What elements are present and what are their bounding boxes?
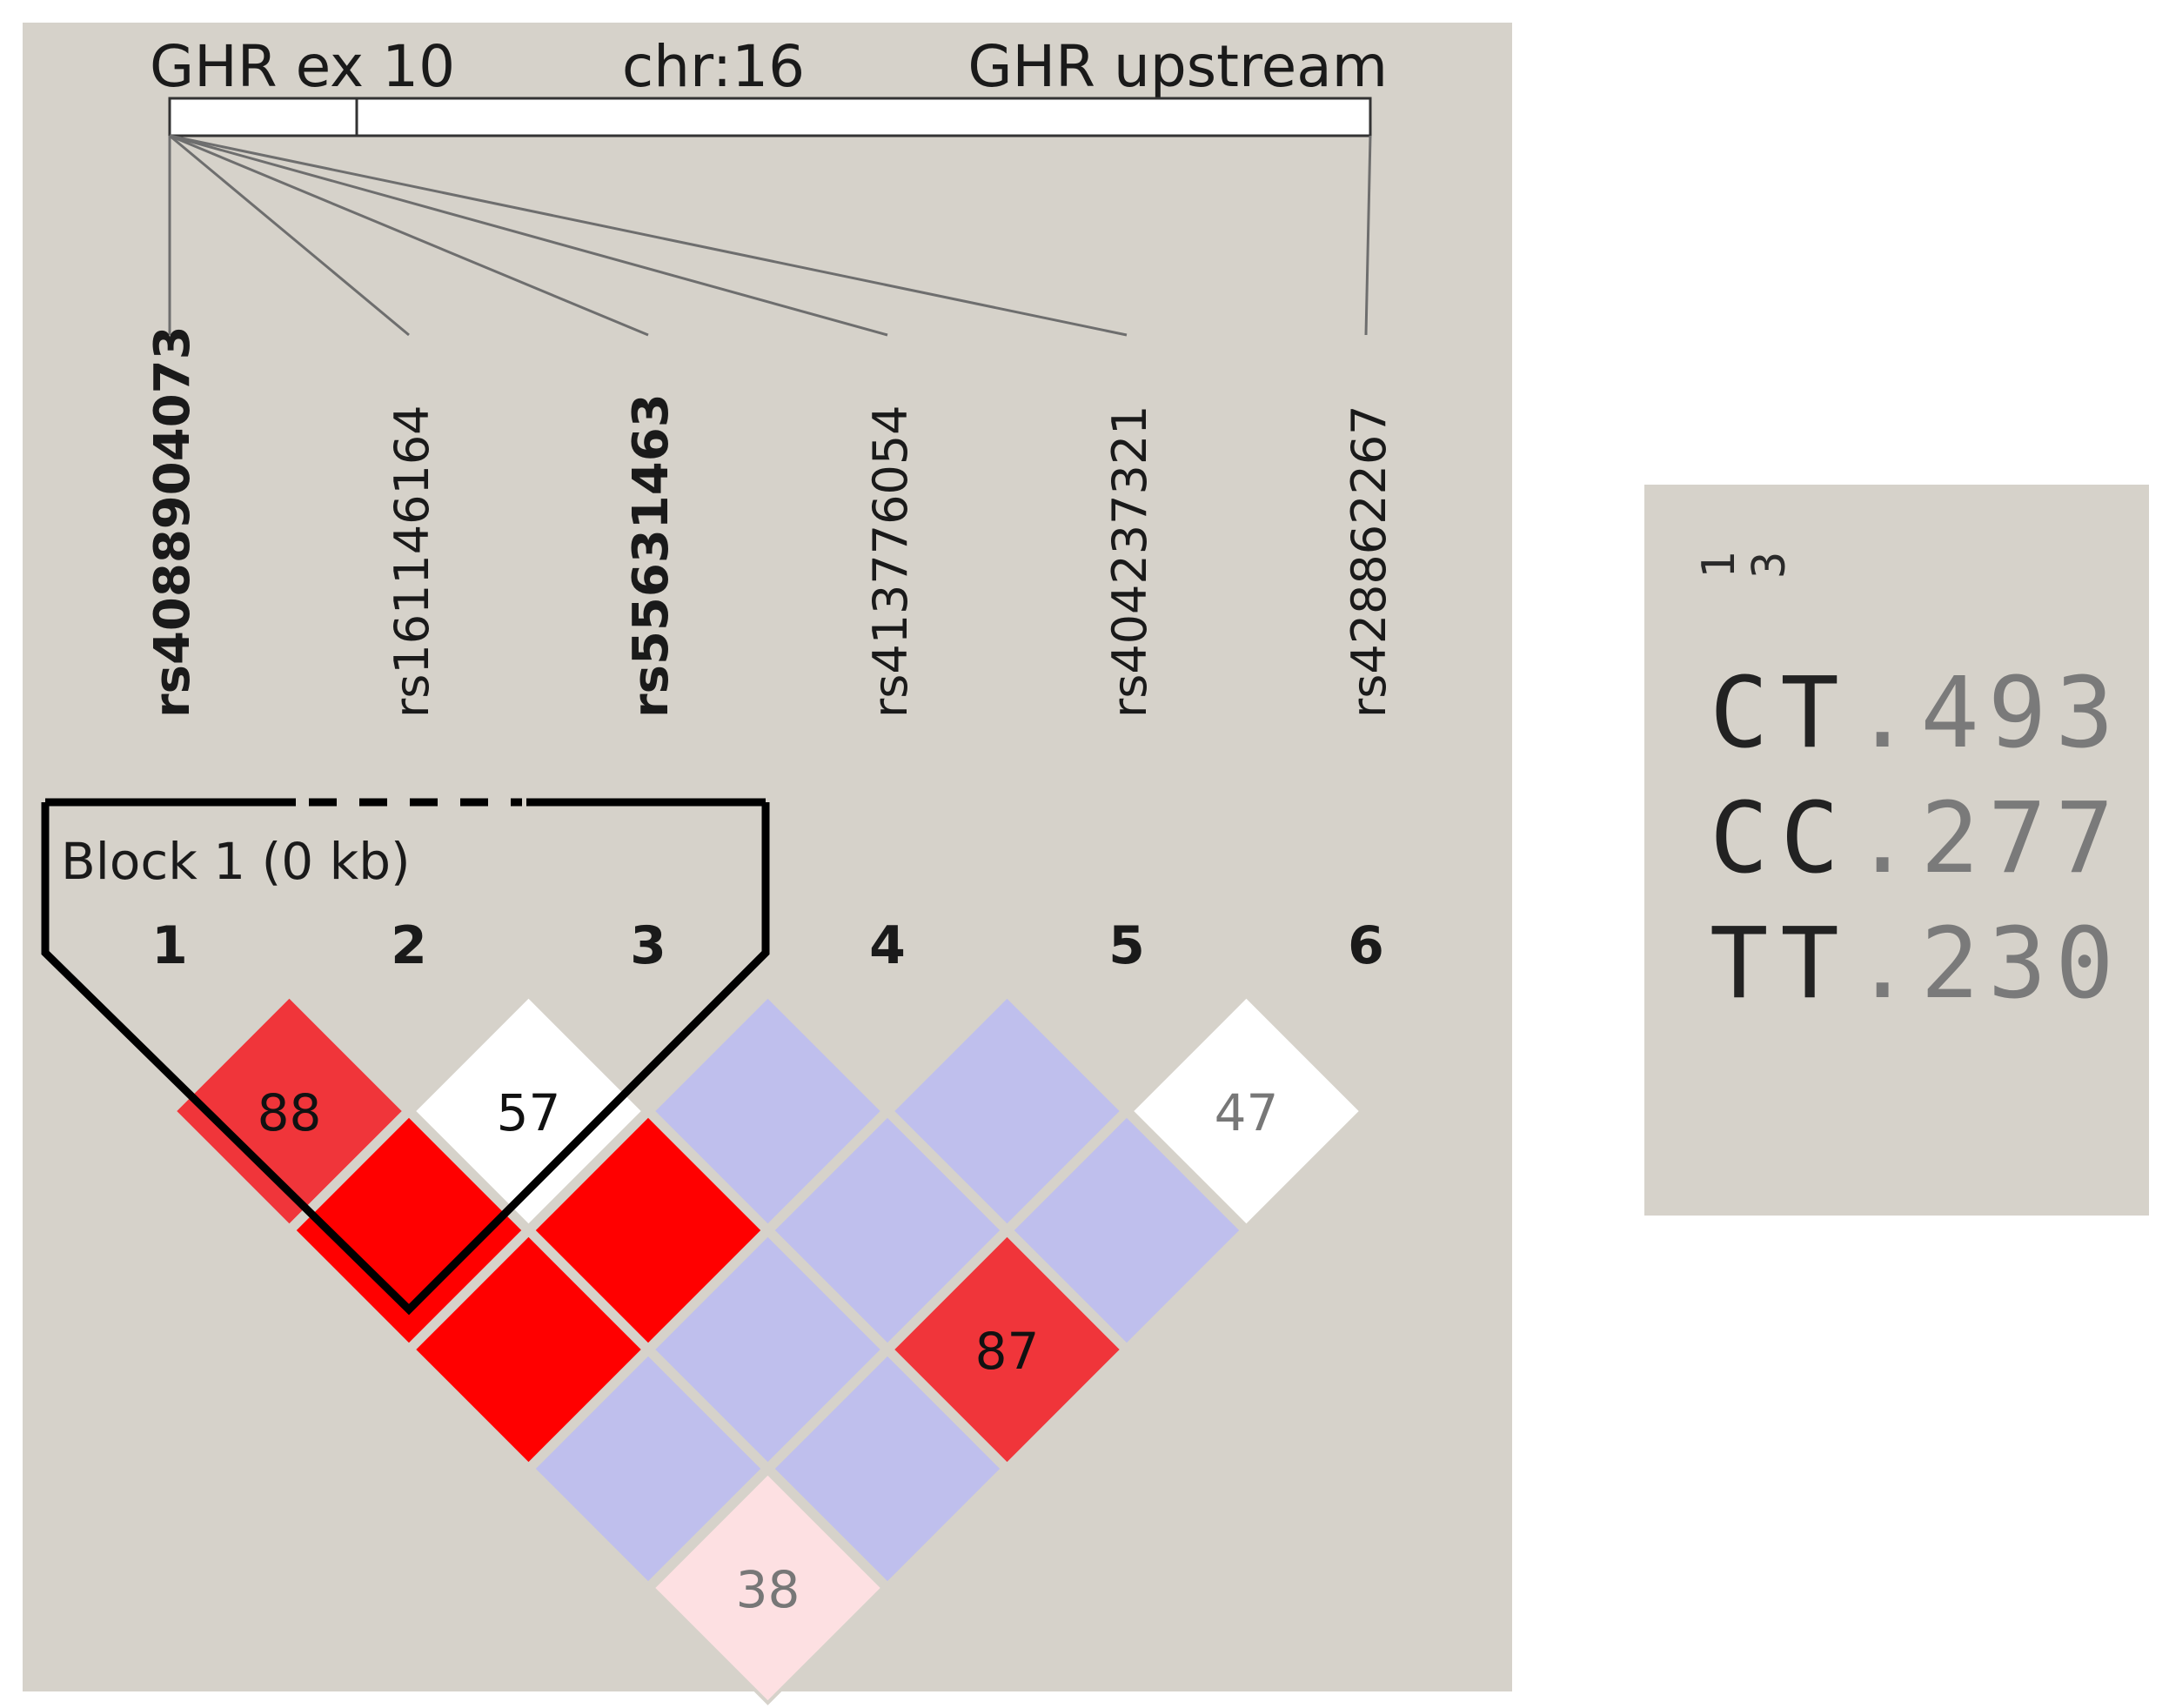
marker-rsid-label: rs161146164 (385, 405, 439, 718)
ld-cell (770, 1351, 1005, 1586)
marker-connector-line (169, 134, 1128, 337)
ld-cell-value: 47 (1215, 1083, 1279, 1142)
marker-rsid-label: rs404237321 (1102, 405, 1157, 718)
marker-connector-line (169, 134, 649, 337)
marker-index-number: 2 (391, 915, 427, 976)
ld-cell-value: 88 (258, 1083, 322, 1142)
marker-index-number: 3 (630, 915, 666, 976)
haplotype-sequence: CT (1710, 657, 1851, 770)
marker-connectors (168, 134, 1372, 337)
marker-indices: 1 2 3 4 5 6 (151, 915, 1384, 976)
ld-cell (531, 1351, 766, 1586)
haplotype-marker-index: 3 (1744, 552, 1796, 579)
ld-cell (291, 1113, 526, 1348)
marker-connector-line (169, 134, 410, 337)
marker-rsid-label: rs413776054 (863, 405, 918, 718)
haplotype-sequence: TT (1710, 908, 1851, 1021)
ld-cell (889, 994, 1125, 1229)
ld-cell-value: 38 (736, 1560, 800, 1619)
ld-cell (650, 1470, 886, 1705)
block-label: Block 1 (0 kb) (61, 832, 411, 891)
haplotype-marker-indices: 13 (1693, 552, 1796, 579)
marker-rsid-label: rs4088904073 (144, 325, 201, 718)
haplotype-panel-background (1644, 485, 2149, 1216)
block-outline (41, 798, 770, 1316)
ld-matrix: 88 57 47 87 38 (171, 994, 1364, 1705)
haplotype-frequency: .230 (1853, 908, 2123, 1021)
marker-rsid-label: rs55631463 (623, 393, 679, 718)
marker-connector-line (169, 134, 888, 337)
left-gene-label: GHR ex 10 (150, 33, 455, 100)
haplotype-marker-index: 1 (1693, 552, 1745, 579)
chromosome-bar (168, 97, 1372, 137)
marker-index-number: 1 (151, 915, 188, 976)
ld-cell (889, 1232, 1125, 1467)
block-outline-path (41, 802, 770, 1316)
ld-cell (411, 1232, 646, 1467)
marker-connector-line (1364, 135, 1372, 336)
right-gene-label: GHR upstream (967, 33, 1388, 100)
ld-cell (770, 1113, 1005, 1348)
marker-index-number: 4 (869, 915, 906, 976)
marker-index-number: 6 (1348, 915, 1384, 976)
marker-labels: rs4088904073 rs161146164 rs55631463 rs41377… (144, 325, 1396, 718)
marker-index-number: 5 (1108, 915, 1145, 976)
ld-cell-value: 87 (975, 1322, 1040, 1381)
ld-cell (1128, 994, 1364, 1229)
ld-cell (650, 1232, 886, 1467)
ld-cell (650, 994, 886, 1229)
ld-cell (531, 1113, 766, 1348)
chromosome-label: chr:16 (622, 33, 805, 100)
haplotype-sequence: CC (1710, 782, 1851, 895)
marker-rsid-label: rs428862267 (1342, 405, 1396, 718)
haplotype-frequency: .493 (1853, 657, 2123, 770)
haplotype-frequency: .277 (1853, 782, 2123, 895)
ld-cell-value: 57 (497, 1083, 561, 1142)
ld-cell (171, 994, 407, 1229)
ld-cell (1009, 1113, 1244, 1348)
ld-cell (411, 994, 646, 1229)
